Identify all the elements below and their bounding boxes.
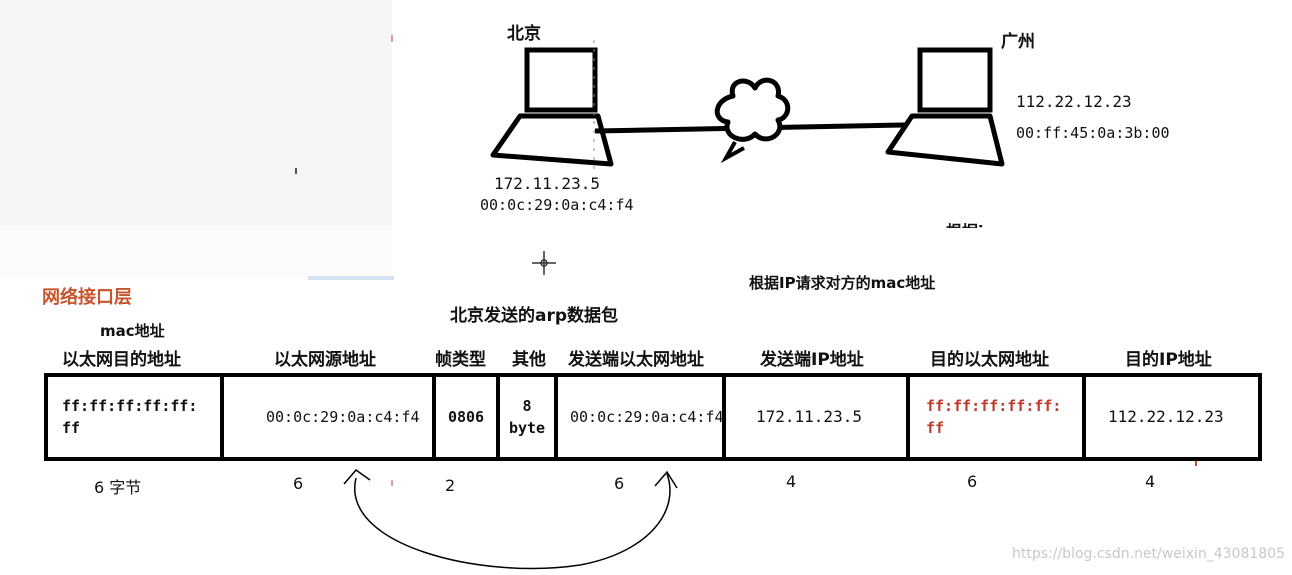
cell-sender-eth: 00:0c:29:0a:c4:f4 xyxy=(554,373,726,461)
size-dst-eth: 6 字节 xyxy=(94,478,142,497)
header-target-ip: 目的IP地址 xyxy=(1125,350,1212,370)
cell-frame-type: 0806 xyxy=(432,373,500,461)
cell-other-line1: 8 xyxy=(522,397,532,415)
cell-sender-eth-text: 00:0c:29:0a:c4:f4 xyxy=(570,408,724,426)
cell-dst-eth-line1: ff:ff:ff:ff:ff: xyxy=(62,397,198,415)
size-sender-ip: 4 xyxy=(786,472,797,491)
background-panel xyxy=(0,0,392,226)
header-sender-eth: 发送端以太网地址 xyxy=(568,350,704,370)
size-sender-eth: 6 xyxy=(614,474,625,493)
cell-sender-ip: 172.11.23.5 xyxy=(722,373,910,461)
size-target-ip: 4 xyxy=(1145,472,1156,491)
size-src-eth: 6 xyxy=(293,474,304,493)
crosshair-cursor-icon xyxy=(532,251,556,275)
packet-title: 北京发送的arp数据包 xyxy=(450,306,619,326)
size-target-eth: 6 xyxy=(967,472,978,491)
header-dst-eth: 以太网目的地址 xyxy=(62,350,181,370)
guangzhou-computer-icon xyxy=(885,47,1005,167)
cell-target-eth: ff:ff:ff:ff:ff: ff xyxy=(906,373,1086,461)
mac-note: mac地址 xyxy=(100,322,165,340)
background-panel-lower xyxy=(0,226,392,278)
cloud-icon xyxy=(714,77,791,164)
cell-target-eth-line2: ff xyxy=(926,419,945,437)
clipped-text: 根据i xyxy=(946,218,984,228)
header-frame-type: 帧类型 xyxy=(435,350,486,370)
header-other: 其他 xyxy=(512,350,546,370)
cell-src-eth: 00:0c:29:0a:c4:f4 xyxy=(220,373,436,461)
cell-dst-eth-line2: ff xyxy=(62,419,81,437)
beijing-mac: 00:0c:29:0a:c4:f4 xyxy=(480,196,634,214)
cell-frame-type-text: 0806 xyxy=(447,408,485,426)
cell-target-eth-line1: ff:ff:ff:ff:ff: xyxy=(926,397,1062,415)
header-sender-ip: 发送端IP地址 xyxy=(760,350,864,370)
cell-other-line2: byte xyxy=(508,419,546,437)
header-target-eth: 目的以太网地址 xyxy=(930,350,1049,370)
cell-src-eth-text: 00:0c:29:0a:c4:f4 xyxy=(266,408,420,426)
beijing-ip: 172.11.23.5 xyxy=(494,174,600,193)
cell-sender-ip-text: 172.11.23.5 xyxy=(756,407,862,426)
cell-target-ip-text: 112.22.12.23 xyxy=(1108,407,1224,426)
city-label-beijing: 北京 xyxy=(507,24,541,44)
city-label-guangzhou: 广州 xyxy=(1001,32,1035,52)
size-frame-type: 2 xyxy=(445,476,456,495)
guangzhou-mac: 00:ff:45:0a:3b:00 xyxy=(1016,124,1170,142)
cell-target-ip: 112.22.12.23 xyxy=(1082,373,1262,461)
panel-divider xyxy=(308,276,394,280)
cell-other: 8 byte xyxy=(496,373,558,461)
layer-label: 网络接口层 xyxy=(42,287,132,308)
guangzhou-ip: 112.22.12.23 xyxy=(1016,92,1132,111)
beijing-computer-icon xyxy=(490,47,614,167)
header-src-eth: 以太网源地址 xyxy=(274,350,376,370)
swap-arrow xyxy=(343,468,678,570)
arp-note: 根据IP请求对方的mac地址 xyxy=(749,274,936,292)
watermark: https://blog.csdn.net/weixin_43081805 xyxy=(1012,546,1286,562)
cell-dst-eth: ff:ff:ff:ff:ff: ff xyxy=(44,373,224,461)
